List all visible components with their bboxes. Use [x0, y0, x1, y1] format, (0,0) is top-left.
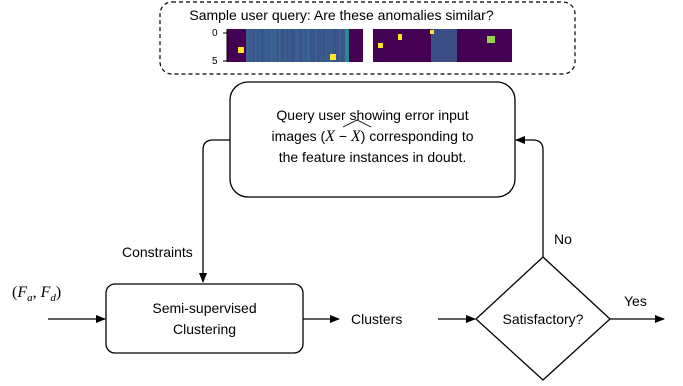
math-x: X [325, 128, 335, 145]
heatmap-left-texture [247, 29, 345, 62]
clustering-line1: Semi-supervised [152, 300, 257, 316]
anomaly-marker [430, 30, 434, 34]
query-box-line1: Query user showing error input [276, 107, 469, 123]
no-arrow [515, 136, 544, 257]
heatmap-right [373, 29, 512, 62]
clustering-box: Semi-supervised Clustering [106, 298, 303, 340]
anomaly-marker [378, 43, 383, 48]
anomaly-marker [238, 47, 244, 53]
constraints-arrow [199, 139, 230, 283]
heatmap-left [223, 29, 363, 62]
hat-icon [342, 119, 372, 128]
y-tick-bottom: 5 [212, 56, 218, 67]
clusters-label: Clusters [351, 311, 403, 327]
query-panel-title: Sample user query: Are these anomalies s… [189, 7, 494, 23]
y-tick-top: 0 [212, 28, 218, 39]
clustering-line2: Clustering [172, 321, 237, 337]
no-label: No [554, 231, 572, 247]
query-box-line3: the feature instances in doubt. [278, 149, 467, 165]
anomaly-marker [487, 36, 495, 43]
query-box-line2: images (X − X) corresponding to [230, 119, 515, 147]
yes-label: Yes [624, 293, 647, 309]
constraints-label: Constraints [122, 244, 193, 260]
query-panel-border [159, 1, 576, 75]
math-xhat: X [342, 119, 372, 147]
decision-label: Satisfactory? [502, 311, 584, 327]
query-user-box: Query user showing error input images (X… [230, 105, 515, 168]
anomaly-marker [398, 34, 402, 40]
decision-diamond [475, 256, 611, 381]
anomaly-marker [330, 54, 336, 60]
input-features-label: (Fa, Fd) [12, 284, 62, 305]
